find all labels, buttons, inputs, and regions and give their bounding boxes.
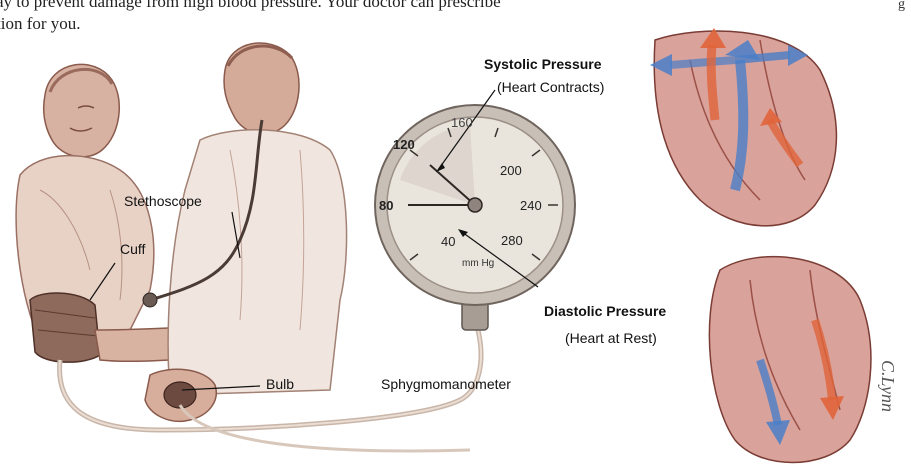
- doctor-figure: [145, 43, 347, 421]
- tick-80: 80: [379, 198, 393, 213]
- systolic-title: Systolic Pressure: [484, 56, 602, 72]
- sphygmomanometer-label: Sphygmomanometer: [381, 376, 511, 392]
- cuff-shape: [30, 293, 100, 362]
- heart-diastole: [709, 257, 871, 463]
- systolic-subtitle: (Heart Contracts): [497, 79, 604, 95]
- tick-240: 240: [520, 198, 542, 213]
- tick-120: 120: [393, 137, 415, 152]
- artist-signature: C.Lynn: [878, 360, 898, 412]
- diastolic-title: Diastolic Pressure: [544, 303, 666, 319]
- gauge-unit: mm Hg: [462, 258, 494, 269]
- cuff-label: Cuff: [120, 241, 145, 257]
- tick-280: 280: [501, 233, 523, 248]
- diastolic-subtitle: (Heart at Rest): [565, 330, 657, 346]
- tick-160: 160: [451, 115, 473, 130]
- bulb-label: Bulb: [266, 376, 294, 392]
- tick-200: 200: [500, 163, 522, 178]
- bulb-shape: [164, 382, 196, 408]
- heart-systole: [650, 28, 836, 226]
- tick-40: 40: [441, 234, 455, 249]
- stethoscope-label: Stethoscope: [124, 193, 202, 209]
